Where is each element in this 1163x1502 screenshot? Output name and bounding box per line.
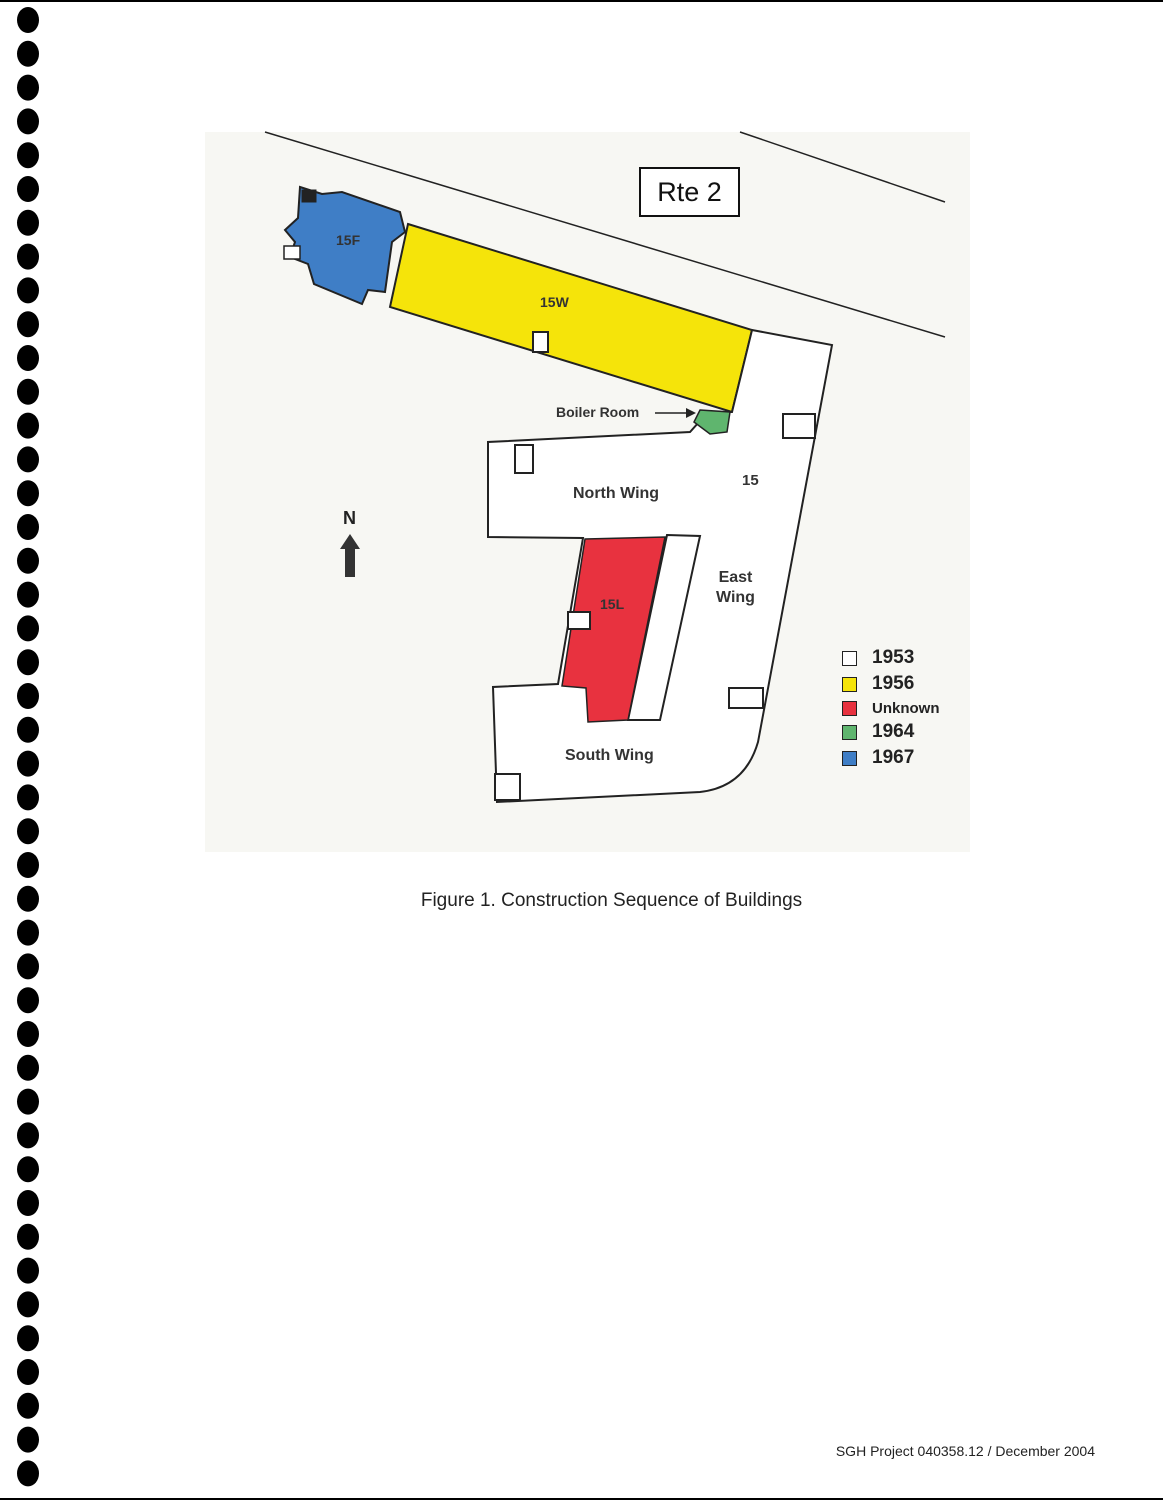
- binding-hole: [17, 716, 39, 743]
- north-arrow-icon: [340, 534, 360, 577]
- binding-hole: [17, 1257, 39, 1284]
- binding-hole: [17, 176, 39, 202]
- binding-hole: [17, 1122, 39, 1149]
- binding-hole: [17, 345, 39, 371]
- label-north-wing: North Wing: [573, 485, 660, 502]
- binding-hole: [17, 1054, 39, 1081]
- spiral-binding-holes: [17, 7, 39, 1487]
- figure-caption: Figure 1. Construction Sequence of Build…: [420, 890, 803, 911]
- binding-hole: [17, 1426, 39, 1453]
- label-east-wing-line2: Wing: [716, 589, 755, 606]
- binding-hole: [17, 378, 39, 405]
- stair-15f: [301, 189, 317, 203]
- stair-symbols: [494, 331, 816, 801]
- binding-hole: [17, 1359, 39, 1385]
- road-edge-line: [264, 131, 946, 338]
- binding-hole: [17, 108, 39, 135]
- legend-swatch: [842, 750, 857, 766]
- stair-15f-2: [283, 245, 301, 260]
- binding-hole: [17, 784, 39, 811]
- label-15w: 15W: [540, 294, 569, 310]
- legend-swatch: [842, 700, 857, 716]
- label-east-wing: East Wing: [716, 568, 755, 608]
- boiler-room-arrowhead: [686, 408, 696, 418]
- road-edge-line: [739, 131, 946, 203]
- binding-hole: [17, 480, 39, 507]
- binding-hole: [17, 750, 39, 777]
- binding-hole: [17, 818, 39, 845]
- binding-hole: [17, 40, 39, 67]
- building-15l: [561, 536, 666, 723]
- legend-swatch: [842, 676, 857, 692]
- legend-label: 1964: [872, 721, 915, 742]
- binding-hole: [17, 446, 39, 473]
- label-south-wing: South Wing: [565, 747, 654, 764]
- binding-hole: [17, 74, 39, 101]
- binding-hole: [17, 683, 39, 709]
- binding-hole: [17, 1190, 39, 1216]
- binding-hole: [17, 1291, 39, 1318]
- binding-hole: [17, 1392, 39, 1419]
- boiler-room: [693, 409, 731, 435]
- legend-item: 1964: [842, 719, 940, 745]
- binding-hole: [17, 919, 39, 946]
- binding-hole: [17, 852, 39, 878]
- legend-swatch: [842, 650, 857, 666]
- binding-hole: [17, 953, 39, 980]
- binding-hole: [17, 243, 39, 270]
- building-15f: [283, 185, 407, 306]
- legend: 1953 1956 Unknown 1964 1967: [842, 645, 940, 771]
- binding-hole: [17, 142, 39, 169]
- binding-hole: [17, 649, 39, 676]
- binding-hole: [17, 987, 39, 1014]
- label-15l: 15L: [600, 596, 625, 612]
- binding-hole: [17, 209, 39, 236]
- binding-hole: [17, 1460, 39, 1487]
- binding-hole: [17, 7, 39, 33]
- legend-item: Unknown: [842, 697, 940, 719]
- binding-hole: [17, 514, 39, 540]
- binding-hole: [17, 615, 39, 642]
- binding-hole: [17, 311, 39, 338]
- legend-label: 1967: [872, 747, 915, 768]
- binding-hole: [17, 1156, 39, 1183]
- label-15: 15: [742, 472, 759, 489]
- page-footer: SGH Project 040358.12 / December 2004: [835, 1443, 1095, 1459]
- legend-item: 1956: [842, 671, 940, 697]
- binding-hole: [17, 1223, 39, 1250]
- legend-label: Unknown: [872, 699, 940, 717]
- compass-label: N: [343, 508, 356, 528]
- label-boiler-room: Boiler Room: [556, 404, 640, 420]
- binding-hole: [17, 1088, 39, 1115]
- binding-hole: [17, 547, 39, 574]
- binding-hole: [17, 1021, 39, 1047]
- building-15w: [388, 222, 754, 414]
- road-label-rte-2: Rte 2: [639, 167, 740, 217]
- legend-item: 1953: [842, 645, 940, 671]
- binding-hole: [17, 581, 39, 608]
- legend-swatch: [842, 724, 857, 740]
- binding-hole: [17, 277, 39, 304]
- label-15f: 15F: [336, 232, 361, 248]
- legend-label: 1953: [872, 647, 915, 668]
- label-east-wing-line1: East: [718, 569, 753, 586]
- binding-hole: [17, 412, 39, 439]
- binding-hole: [17, 1325, 39, 1352]
- legend-label: 1956: [872, 673, 915, 694]
- binding-hole: [17, 885, 39, 912]
- legend-item: 1967: [842, 745, 940, 771]
